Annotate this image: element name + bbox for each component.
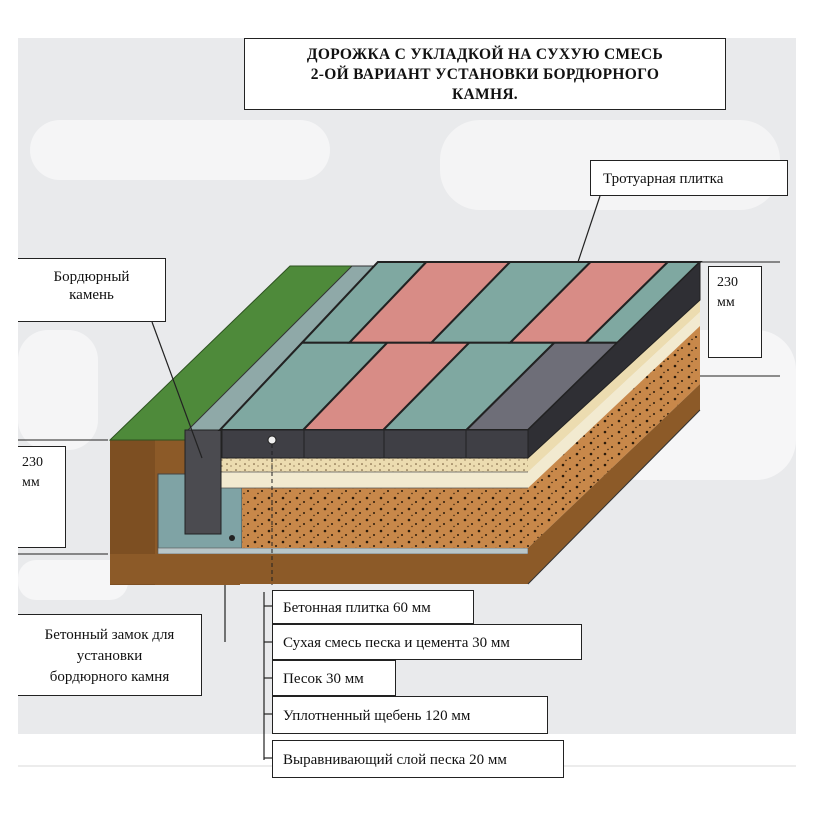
dimension-right bbox=[700, 261, 780, 377]
label-concrete-lock-line-3: бордюрного камня bbox=[49, 669, 170, 685]
front-pins bbox=[229, 435, 277, 585]
layer-label-dry-mix-text: Сухая смесь песка и цемента 30 мм bbox=[283, 635, 510, 651]
dimension-left-label: 230 мм bbox=[18, 446, 66, 548]
label-concrete-lock: Бетонный замок для установки бордюрного … bbox=[18, 614, 202, 696]
dimension-left bbox=[18, 439, 108, 555]
label-curb-stone-line-1: Бордюрный bbox=[53, 269, 130, 285]
label-curb-stone-line-2: камень bbox=[69, 287, 114, 303]
layer-label-gravel: Уплотненный щебень 120 мм bbox=[272, 696, 548, 734]
layer-label-sand: Песок 30 мм bbox=[272, 660, 396, 696]
label-concrete-lock-line-1: Бетонный замок для bbox=[44, 627, 175, 643]
leader-lines bbox=[151, 195, 601, 760]
layer-stack-front bbox=[110, 458, 528, 584]
dimension-left-unit: мм bbox=[22, 475, 40, 490]
dimension-left-value: 230 bbox=[22, 455, 43, 470]
layer-label-dry-mix: Сухая смесь песка и цемента 30 мм bbox=[272, 624, 582, 660]
title-line-2: 2-ОЙ ВАРИАНТ УСТАНОВКИ БОРДЮРНОГО bbox=[310, 66, 660, 83]
dimension-right-label: 230 мм bbox=[708, 266, 762, 358]
dimension-right-unit: мм bbox=[717, 295, 735, 310]
layer-stack-side bbox=[527, 300, 701, 585]
layer-label-concrete-tile-text: Бетонная плитка 60 мм bbox=[283, 600, 431, 616]
layer-label-concrete-tile: Бетонная плитка 60 мм bbox=[272, 590, 474, 624]
label-curb-stone: Бордюрный камень bbox=[18, 258, 166, 322]
dimension-right-value: 230 bbox=[717, 275, 738, 290]
diagram-title: ДОРОЖКА С УКЛАДКОЙ НА СУХУЮ СМЕСЬ 2-ОЙ В… bbox=[244, 38, 726, 110]
layer-label-gravel-text: Уплотненный щебень 120 мм bbox=[283, 708, 471, 724]
layer-label-sand-text: Песок 30 мм bbox=[283, 671, 364, 687]
label-paving-tile: Тротуарная плитка bbox=[590, 160, 788, 196]
curb-stone bbox=[184, 265, 380, 535]
layer-label-leveling-sand-text: Выравнивающий слой песка 20 мм bbox=[283, 752, 507, 768]
title-line-3: КАМНЯ. bbox=[452, 86, 518, 103]
label-concrete-lock-line-2: установки bbox=[76, 648, 143, 664]
layer-label-leveling-sand: Выравнивающий слой песка 20 мм bbox=[272, 740, 564, 778]
title-line-1: ДОРОЖКА С УКЛАДКОЙ НА СУХУЮ СМЕСЬ bbox=[306, 46, 664, 63]
label-paving-tile-text: Тротуарная плитка bbox=[603, 171, 724, 187]
tile-front-faces bbox=[221, 260, 701, 460]
